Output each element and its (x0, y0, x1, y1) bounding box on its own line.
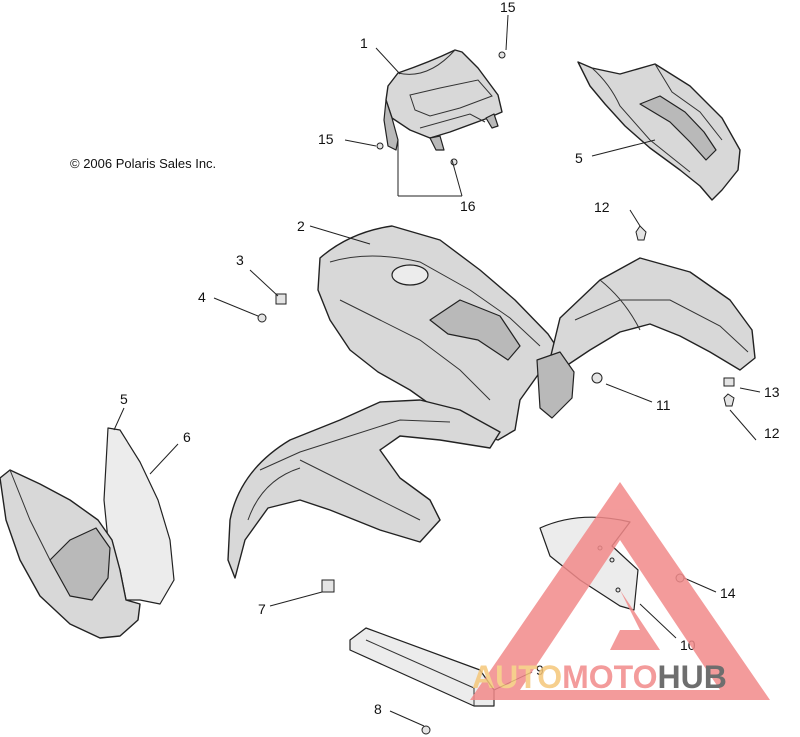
part-2-rear-fender-span (536, 257, 756, 419)
watermark-moto: MOTO (562, 659, 657, 695)
part-12-screw-upper (635, 225, 647, 241)
callout-12-upper: 12 (594, 199, 610, 215)
callout-16: 16 (460, 198, 476, 214)
part-4-screw (257, 313, 267, 323)
callout-9: 9 (536, 662, 544, 678)
hardware-fasteners (257, 51, 735, 735)
callout-1: 1 (360, 35, 368, 51)
part-11-rivet (591, 372, 603, 384)
part-2-front-fender-span (227, 399, 501, 579)
callout-12-lower: 12 (764, 425, 780, 441)
part-1-headlight-pod (383, 49, 503, 151)
watermark-text: AUTOMOTOHUB (472, 659, 727, 695)
callout-11: 11 (656, 397, 671, 413)
callout-6: 6 (183, 429, 191, 445)
part-8-screw (421, 725, 431, 735)
watermark-triangle (470, 482, 770, 700)
callout-4: 4 (198, 289, 206, 305)
callout-13: 13 (764, 384, 780, 400)
part-15-screw-left (376, 142, 384, 150)
part-12-screw-lower (723, 393, 735, 407)
part-15-screw-top (498, 51, 506, 59)
callout-5-left: 5 (120, 391, 128, 407)
watermark-auto: AUTO (472, 659, 562, 695)
callout-8: 8 (374, 701, 382, 717)
part-5-fender-flare-left (0, 469, 141, 639)
copyright-text: © 2006 Polaris Sales Inc. (70, 156, 216, 171)
callout-15-left: 15 (318, 131, 334, 147)
callout-7: 7 (258, 601, 266, 617)
callout-5-upper: 5 (575, 150, 583, 166)
callout-2: 2 (297, 218, 305, 234)
leader-lines (113, 14, 761, 727)
part-13-nut (723, 377, 735, 387)
watermark-inner-mark (610, 590, 660, 650)
watermark-hub: HUB (657, 659, 726, 695)
part-2-main-body (317, 225, 561, 441)
part-7-nut (321, 579, 335, 593)
part-3-clip (275, 293, 287, 305)
part-16-bolt (450, 158, 458, 166)
automotohub-watermark: AUTOMOTOHUB (470, 482, 770, 700)
part-5-fender-flare-upper (577, 61, 741, 201)
callout-14: 14 (720, 585, 736, 601)
callout-labels: 1 15 15 5 16 12 2 3 4 5 6 11 13 12 14 7 … (120, 0, 780, 717)
callout-15-top: 15 (500, 0, 516, 15)
callout-3: 3 (236, 252, 244, 268)
